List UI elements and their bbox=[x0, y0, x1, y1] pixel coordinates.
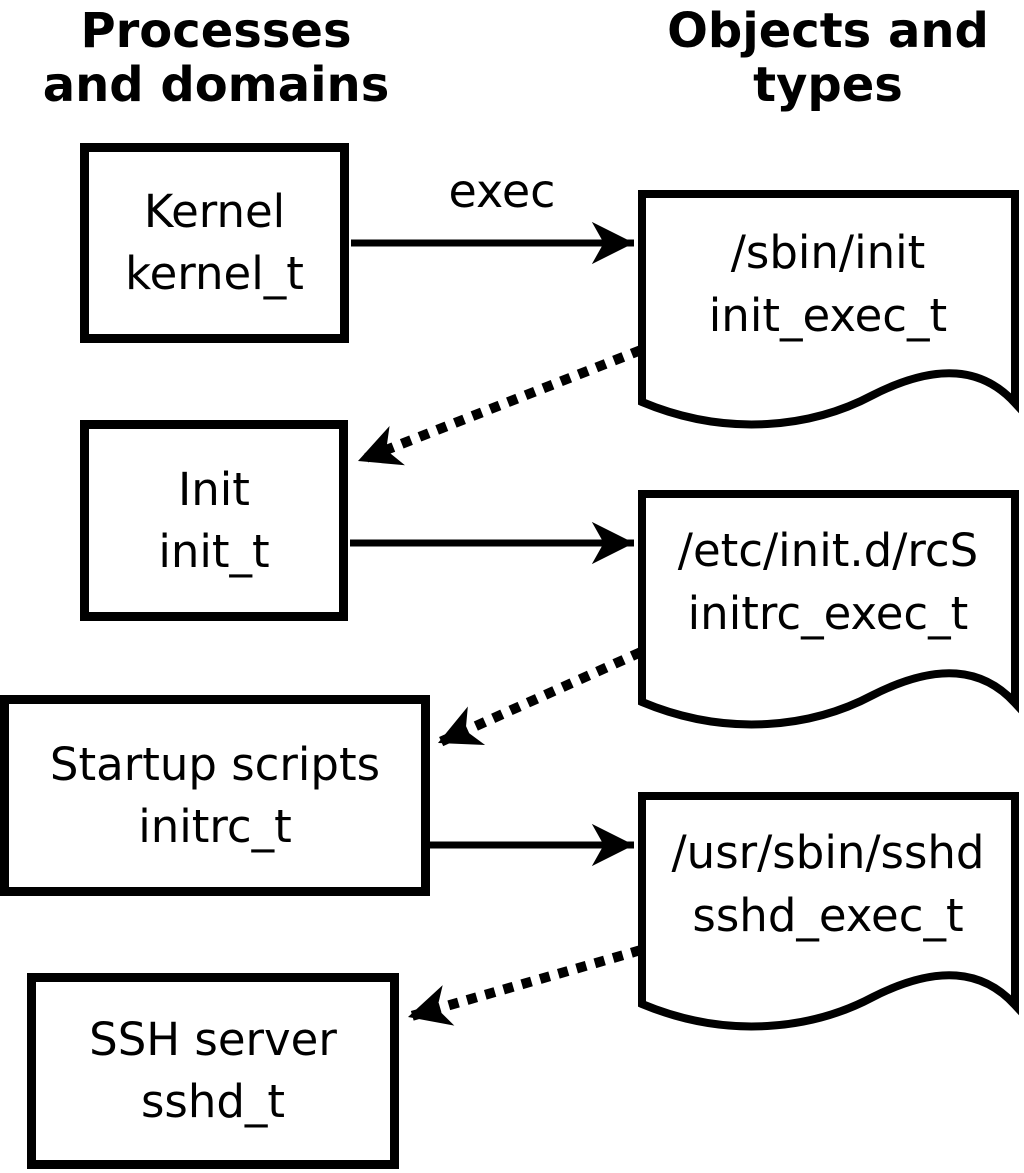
document-shape-initrc-exec bbox=[638, 490, 1019, 729]
exec-edge-label: exec bbox=[448, 164, 556, 218]
object-type: init_exec_t bbox=[708, 289, 948, 342]
transition-arrow-sshd-exec-to-sshd bbox=[406, 945, 643, 1026]
column-header-processes: Processes and domains bbox=[0, 4, 432, 112]
process-name: Kernel bbox=[143, 185, 286, 238]
object-type: initrc_exec_t bbox=[687, 587, 969, 640]
column-header-objects: Objects and types bbox=[628, 4, 1024, 112]
object-path: /usr/sbin/sshd bbox=[671, 826, 985, 879]
process-name: Init bbox=[178, 462, 250, 516]
column-header-objects-line2: types bbox=[753, 57, 903, 113]
process-name: SSH server bbox=[89, 1013, 337, 1066]
document-shape-init-exec bbox=[638, 190, 1019, 429]
process-box-ssh-server: SSH server sshd_t bbox=[27, 973, 399, 1169]
process-box-init: Init init_t bbox=[80, 420, 348, 621]
column-header-processes-line2: and domains bbox=[42, 57, 390, 113]
process-name: Startup scripts bbox=[49, 737, 381, 791]
object-label-init-exec: /sbin/init init_exec_t bbox=[638, 221, 1018, 347]
object-label-initrc-exec: /etc/init.d/rcS initrc_exec_t bbox=[638, 519, 1018, 645]
document-shape-sshd-exec bbox=[638, 792, 1019, 1031]
transition-arrow-initrc-exec-to-initrc bbox=[435, 647, 644, 748]
process-box-kernel: Kernel kernel_t bbox=[80, 143, 349, 343]
object-label-sshd-exec: /usr/sbin/sshd sshd_exec_t bbox=[638, 821, 1018, 947]
object-path: /sbin/init bbox=[730, 226, 926, 279]
process-domain-type: sshd_t bbox=[140, 1075, 286, 1128]
object-path: /etc/init.d/rcS bbox=[677, 524, 979, 577]
process-domain-type: init_t bbox=[158, 524, 270, 578]
process-domain-type: kernel_t bbox=[125, 247, 304, 300]
process-domain-type: initrc_t bbox=[138, 799, 292, 853]
column-header-objects-line1: Objects and bbox=[667, 3, 989, 59]
transition-arrow-init-exec-to-init bbox=[356, 345, 643, 466]
process-box-startup-scripts: Startup scripts initrc_t bbox=[0, 695, 430, 896]
object-type: sshd_exec_t bbox=[692, 889, 964, 942]
column-header-processes-line1: Processes bbox=[80, 3, 352, 59]
